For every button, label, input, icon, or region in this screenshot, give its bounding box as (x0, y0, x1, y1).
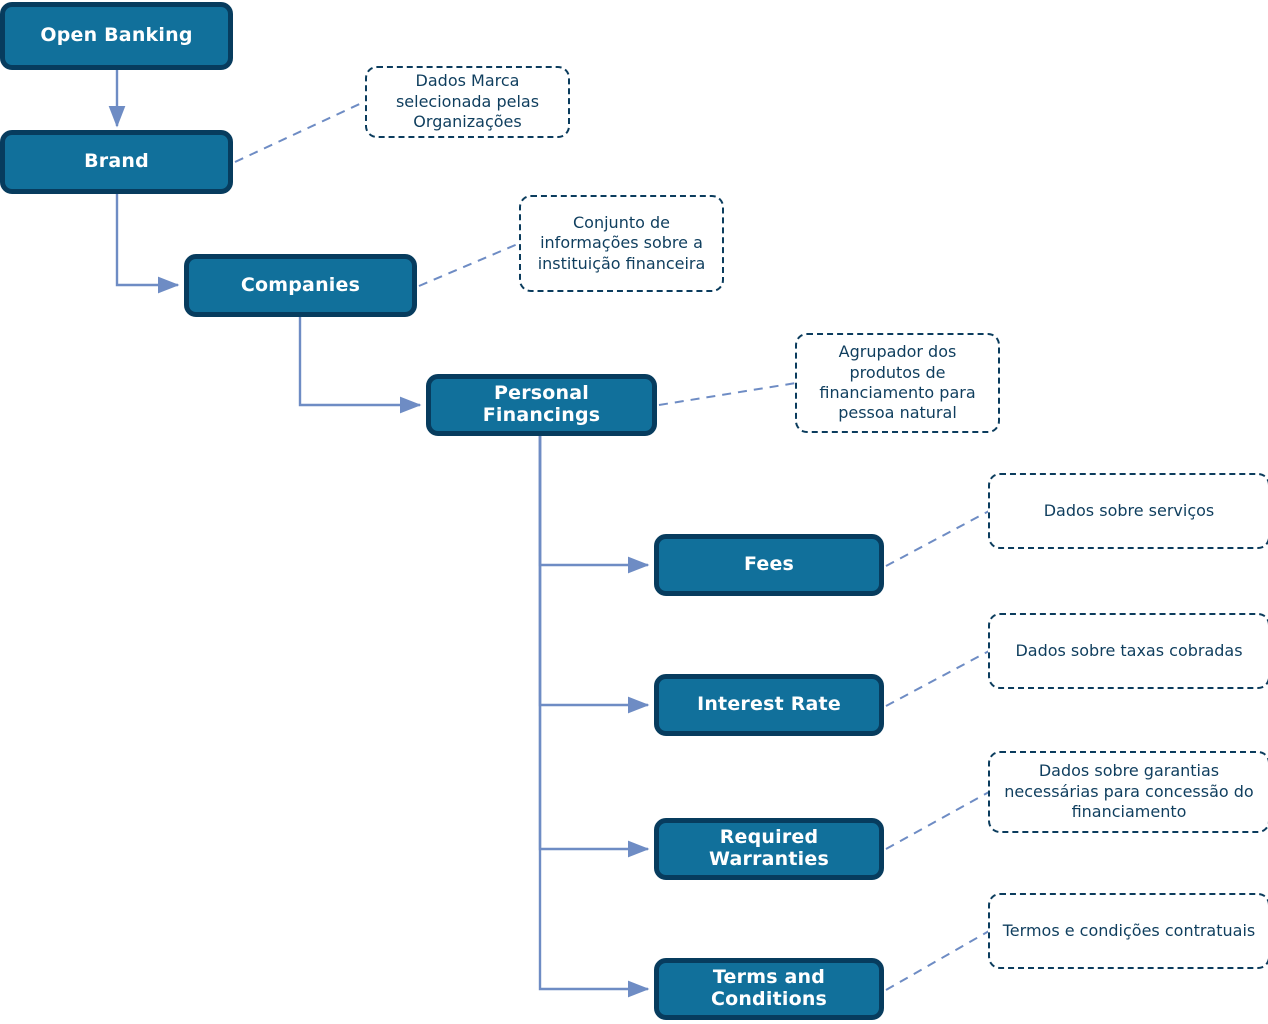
connector-personal-financings-to-terms-and-conditions (538, 436, 650, 998)
note-terms-and-conditions-description: Termos e condições contratuais (988, 893, 1268, 969)
node-interest-rate[interactable]: Interest Rate (654, 674, 884, 736)
connector-personal-financings-to-required-warranties (538, 436, 650, 858)
node-brand[interactable]: Brand (0, 130, 233, 194)
node-companies[interactable]: Companies (184, 254, 417, 317)
leader-brand-to-note (234, 100, 367, 163)
leader-companies-to-note (418, 242, 521, 287)
leader-interest-rate-to-note (885, 650, 990, 707)
leader-fees-to-note (885, 510, 990, 567)
note-brand-description: Dados Marca selecionada pelas Organizaçõ… (365, 66, 570, 138)
node-terms-and-conditions[interactable]: Terms and Conditions (654, 958, 884, 1020)
connector-companies-to-personal-financings (298, 317, 422, 414)
node-open-banking[interactable]: Open Banking (0, 2, 233, 70)
leader-terms-and-conditions-to-note (885, 930, 990, 991)
node-required-warranties[interactable]: Required Warranties (654, 818, 884, 880)
leader-required-warranties-to-note (885, 791, 990, 850)
node-personal-financings[interactable]: Personal Financings (426, 374, 657, 436)
leader-personal-financings-to-note (658, 382, 797, 406)
connector-brand-to-companies (115, 194, 180, 294)
connector-personal-financings-to-fees (538, 436, 650, 574)
note-fees-description: Dados sobre serviços (988, 473, 1268, 549)
note-personal-financings-description: Agrupador dos produtos de financiamento … (795, 333, 1000, 433)
note-companies-description: Conjunto de informações sobre a institui… (519, 195, 724, 292)
node-fees[interactable]: Fees (654, 534, 884, 596)
note-required-warranties-description: Dados sobre garantias necessárias para c… (988, 751, 1268, 833)
connector-personal-financings-to-interest-rate (538, 436, 650, 714)
note-interest-rate-description: Dados sobre taxas cobradas (988, 613, 1268, 689)
